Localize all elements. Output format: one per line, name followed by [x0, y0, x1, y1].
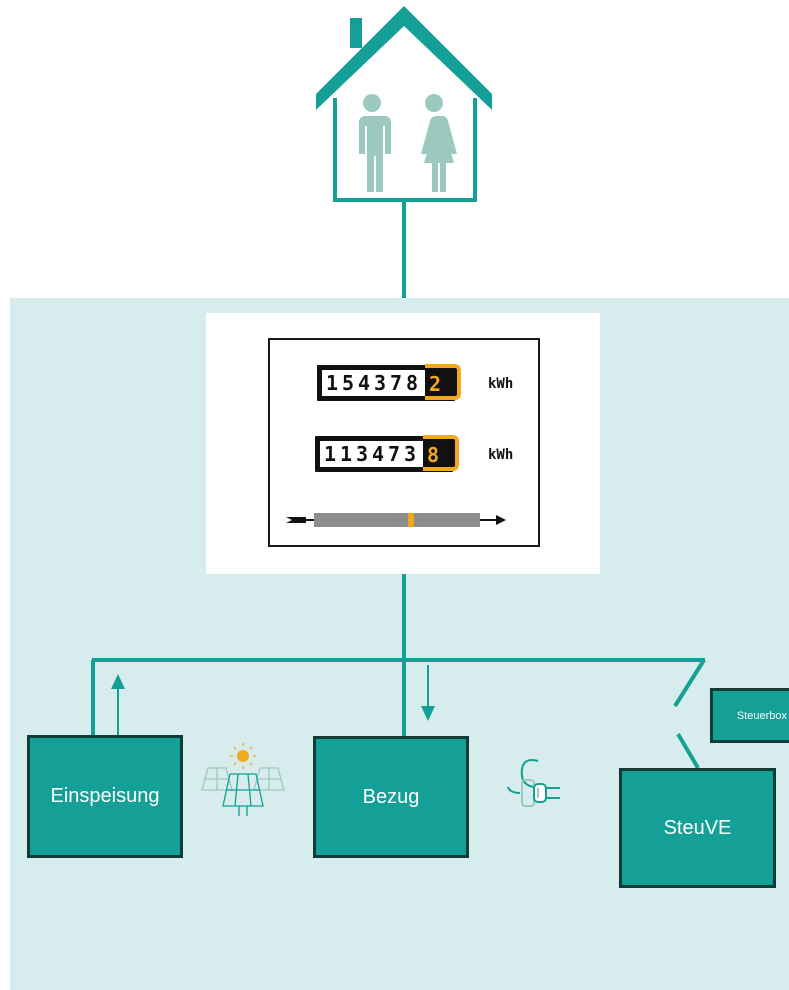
plug-icon [507, 759, 560, 807]
steuerbox-box[interactable]: Steuerbox [710, 688, 789, 743]
einspeisung-box[interactable]: Einspeisung [27, 735, 183, 858]
man-icon [359, 94, 391, 192]
flow-bar [286, 513, 506, 527]
digit: 7 [387, 442, 401, 466]
steuerbox-label: Steuerbox [736, 709, 787, 722]
digit: 7 [389, 371, 403, 395]
digit: 1 [339, 442, 353, 466]
solar-panel-icon [201, 743, 285, 816]
digit: 1 [325, 371, 339, 395]
digit: 3 [403, 442, 417, 466]
digit: 1 [323, 442, 337, 466]
bezug-box[interactable]: Bezug [313, 736, 469, 858]
bezug-label: Bezug [362, 785, 420, 808]
steuve-box[interactable]: SteuVE [619, 768, 776, 888]
meter-counter-1: 1 5 4 3 7 8 2 [317, 364, 461, 401]
digit-highlight: 2 [428, 372, 442, 396]
unit-label: kWh [488, 447, 514, 463]
electricity-meter: 1 5 4 3 7 8 2 kWh 1 1 3 4 7 3 [268, 338, 540, 547]
digit: 4 [371, 442, 385, 466]
digit: 3 [355, 442, 369, 466]
steuve-label: SteuVE [663, 816, 732, 839]
arrow-down-icon [421, 665, 435, 721]
digit: 3 [373, 371, 387, 395]
meter-counter-2: 1 1 3 4 7 3 8 [315, 435, 459, 472]
digit: 5 [341, 371, 355, 395]
arrow-up-icon [111, 674, 125, 735]
house-icon [316, 6, 492, 202]
unit-label: kWh [488, 376, 514, 392]
woman-icon [421, 94, 457, 192]
digit-highlight: 8 [426, 443, 440, 467]
einspeisung-label: Einspeisung [50, 785, 160, 807]
digit: 4 [357, 371, 371, 395]
digit: 8 [405, 371, 419, 395]
